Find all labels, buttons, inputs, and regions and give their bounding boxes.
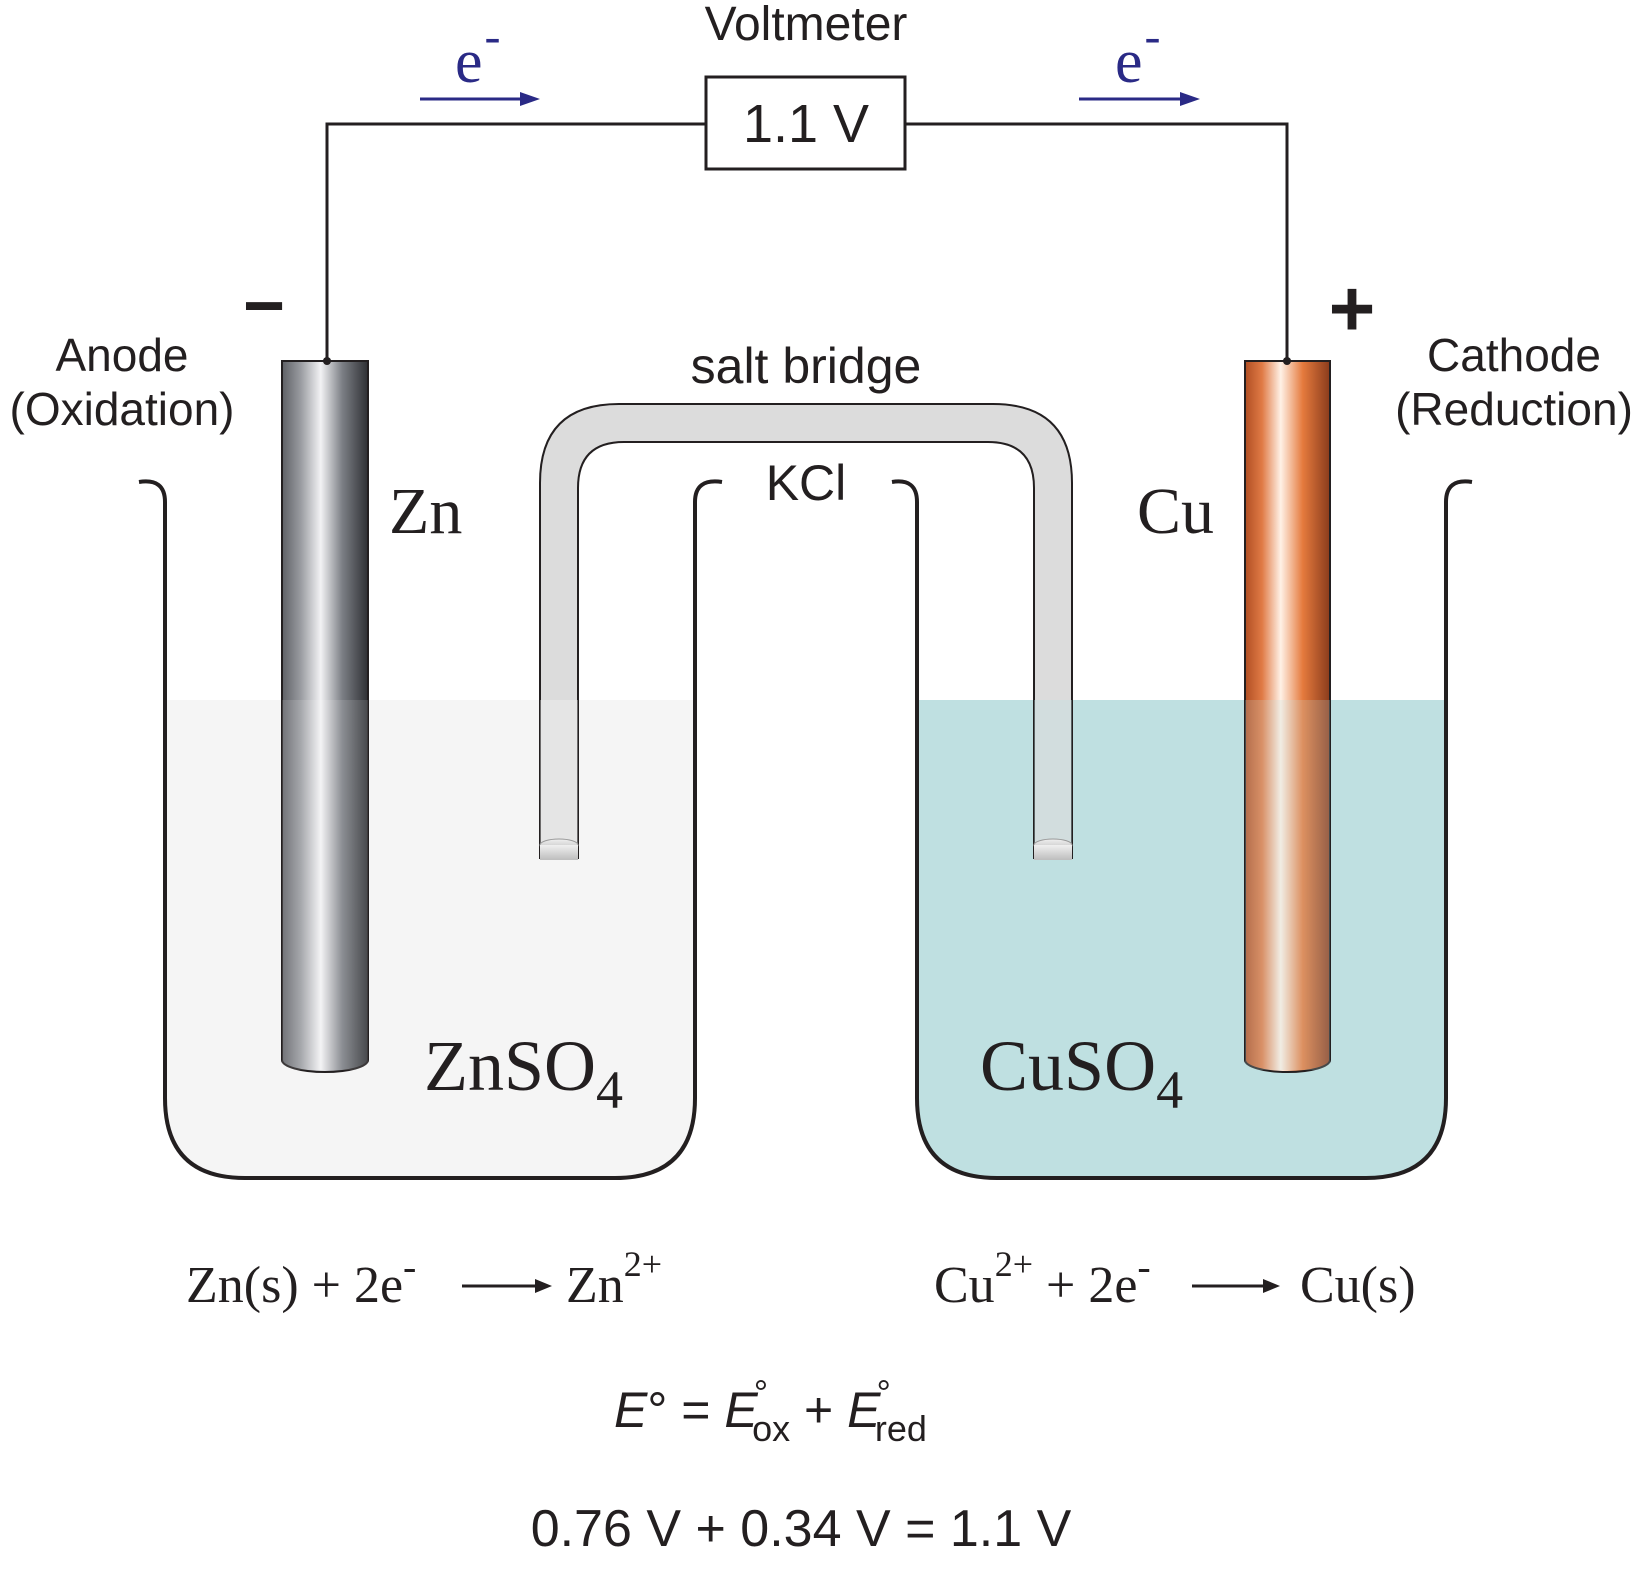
- zinc-electrode: [281, 360, 369, 1073]
- salt-bridge-label: salt bridge: [691, 338, 922, 394]
- copper-solution-label: CuSO4: [980, 1026, 1183, 1120]
- copper-metal-label: Cu: [1137, 475, 1214, 548]
- zinc-beaker: [138, 479, 723, 1180]
- cathode-process: (Reduction): [1395, 383, 1633, 435]
- svg-text:Zn(s) + 2e-: Zn(s) + 2e-: [186, 1244, 416, 1314]
- anode-half-reaction: Zn(s) + 2e- Zn2+: [186, 1244, 662, 1314]
- zinc-metal-label: Zn: [389, 475, 462, 548]
- copper-electrode: [1244, 360, 1331, 1073]
- voltmeter-box: [704, 75, 907, 171]
- anode-sign: −: [243, 266, 285, 346]
- standard-potential-equation: E° = E°ox + E°red: [614, 1372, 927, 1449]
- electron-flow-right: e-: [1079, 10, 1200, 106]
- svg-text:e-: e-: [1115, 10, 1161, 96]
- anode-process: (Oxidation): [10, 383, 235, 435]
- svg-text:Zn2+: Zn2+: [566, 1244, 662, 1314]
- voltmeter-title: Voltmeter: [705, 0, 908, 51]
- cathode-sign: +: [1329, 264, 1376, 353]
- electron-flow-left: e-: [420, 10, 540, 106]
- voltmeter-reading: 1.1 V: [743, 94, 869, 154]
- salt-bridge-electrolyte: KCl: [766, 455, 847, 511]
- cathode-label: Cathode: [1427, 329, 1601, 381]
- svg-text:Cu(s): Cu(s): [1300, 1257, 1416, 1314]
- svg-text:Cu2+ + 2e-: Cu2+ + 2e-: [934, 1244, 1151, 1314]
- zinc-solution-label: ZnSO4: [424, 1026, 623, 1120]
- numeric-potential-equation: 0.76 V + 0.34 V = 1.1 V: [531, 1500, 1072, 1558]
- salt-bridge-tube: [539, 403, 1073, 859]
- cathode-half-reaction: Cu2+ + 2e- Cu(s): [934, 1244, 1416, 1314]
- anode-label: Anode: [55, 329, 188, 381]
- svg-text:e-: e-: [455, 10, 501, 96]
- circuit-wire: [325, 122, 1289, 361]
- copper-beaker: [891, 479, 1473, 1180]
